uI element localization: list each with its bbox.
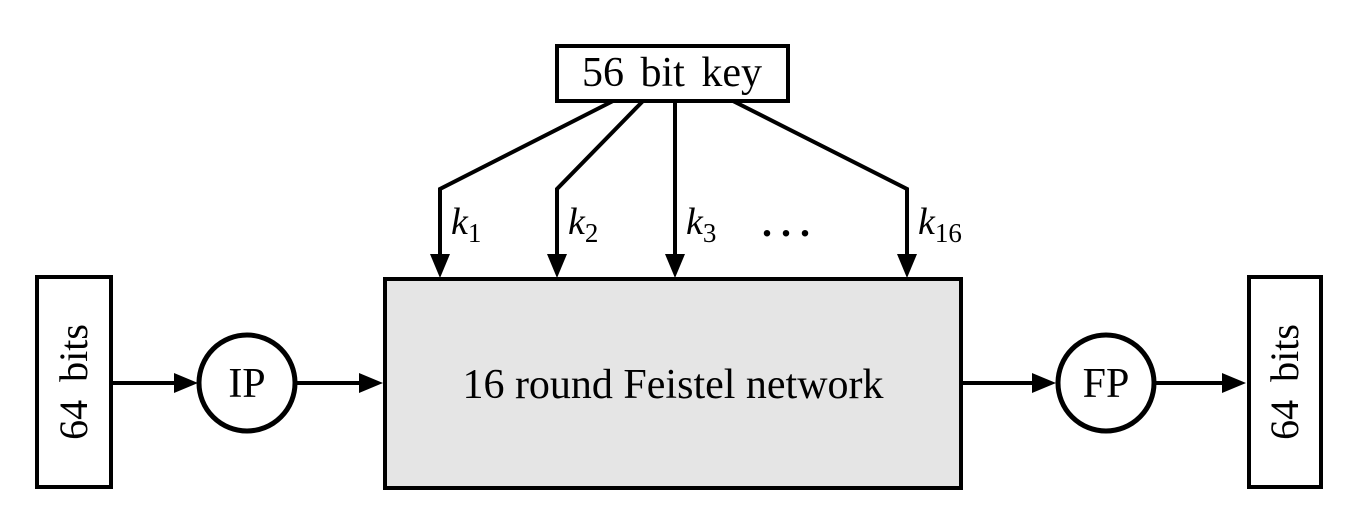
key-arrow-line-k1: [438, 99, 614, 256]
input-box-label: 64 bits: [51, 324, 96, 440]
ip-node: IP: [196, 332, 298, 434]
arrow-feistel-to-fp: [961, 373, 1056, 393]
arrow-ip-to-feistel: [297, 373, 383, 393]
arrowhead-right-icon: [174, 373, 198, 393]
arrow-input-to-ip: [111, 373, 198, 393]
key-arrow-label-k16: k16: [918, 201, 962, 248]
key-box-rect: [555, 44, 790, 103]
arrowhead-down-icon: [547, 254, 567, 278]
output-box-rect: [1247, 275, 1323, 489]
arrowhead-down-icon: [430, 254, 450, 278]
arrowhead-right-icon: [359, 373, 383, 393]
output-box-label: 64 bits: [1262, 324, 1307, 440]
arrow-fp-to-output: [1156, 373, 1246, 393]
key-arrow-label-k2: k2: [568, 201, 598, 248]
arrowhead-down-icon: [665, 254, 685, 278]
key-arrow-label-k3: k3: [686, 201, 716, 248]
key-arrow-line-k2: [555, 99, 645, 256]
fp-circle: [1055, 332, 1157, 434]
ip-circle: [196, 332, 298, 434]
key-arrow-label-k1: k1: [451, 201, 481, 248]
input-box: 64 bits: [35, 275, 113, 489]
key-arrow-line-k16: [732, 99, 909, 256]
key-box-label: 56 bit key: [582, 50, 762, 96]
fp-node: FP: [1055, 332, 1157, 434]
feistel-box: 16 round Feistel network: [383, 277, 963, 490]
key-schedule-arrows: k1 k2 k3 ... k16: [430, 99, 962, 278]
ip-label: IP: [228, 361, 265, 407]
key-box: 56 bit key: [555, 44, 790, 103]
fp-label: FP: [1083, 361, 1130, 407]
output-box: 64 bits: [1247, 275, 1323, 489]
arrowhead-right-icon: [1222, 373, 1246, 393]
arrowhead-down-icon: [897, 254, 917, 278]
input-box-rect: [35, 275, 113, 489]
feistel-box-label: 16 round Feistel network: [462, 362, 883, 408]
ellipsis-dots: ...: [762, 200, 819, 245]
arrowhead-right-icon: [1032, 373, 1056, 393]
